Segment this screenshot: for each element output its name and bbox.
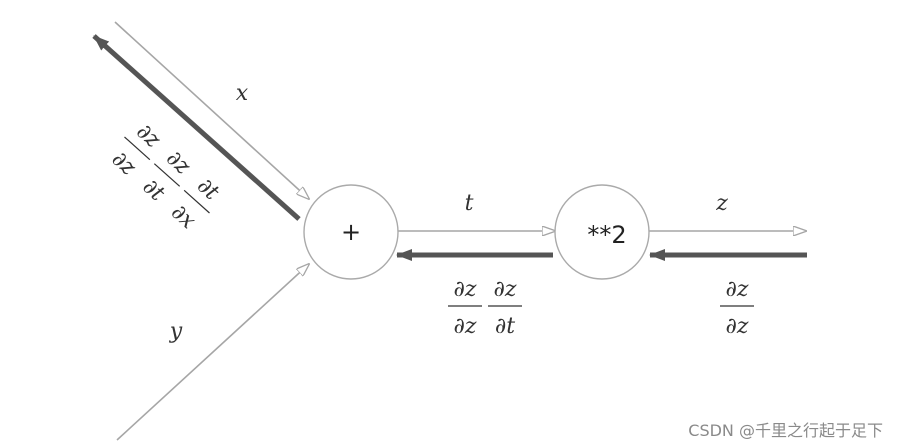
label-y: y xyxy=(169,319,183,344)
gradient-at-x-f1-den: ∂z xyxy=(107,147,141,181)
fraction-bar xyxy=(153,163,181,187)
fraction-bar xyxy=(183,189,210,214)
gradient-at-x-f3-den: ∂x xyxy=(166,200,201,235)
gradient-at-t-f2-num: ∂z xyxy=(494,277,517,302)
gradient-at-t-f1-den: ∂z xyxy=(454,314,477,339)
label-t: t xyxy=(465,191,474,216)
gradient-output: ∂z ∂z xyxy=(720,277,754,339)
forward-edge-x xyxy=(114,21,309,199)
forward-edge-y xyxy=(116,264,309,441)
gradient-output-num: ∂z xyxy=(726,277,749,302)
square-node xyxy=(554,184,650,280)
gradient-at-t: ∂z ∂z ∂z ∂t xyxy=(448,277,522,339)
label-z: z xyxy=(715,191,728,216)
backward-edge-x xyxy=(92,34,301,221)
gradient-at-x-f3-num: ∂t xyxy=(192,173,224,205)
gradient-at-x-f2-den: ∂t xyxy=(137,174,169,206)
gradient-at-t-f1-num: ∂z xyxy=(454,277,477,302)
add-node-label: + xyxy=(341,218,361,246)
fraction-bar xyxy=(124,136,151,161)
gradient-output-den: ∂z xyxy=(726,314,749,339)
square-node-label: **2 xyxy=(587,221,626,249)
gradient-at-x: ∂z ∂z ∂z ∂t ∂t ∂x xyxy=(107,119,224,235)
label-x: x xyxy=(236,81,249,106)
add-node xyxy=(303,184,399,280)
watermark: CSDN @千里之行起于足下 xyxy=(688,421,883,440)
gradient-at-t-f2-den: ∂t xyxy=(495,314,515,339)
